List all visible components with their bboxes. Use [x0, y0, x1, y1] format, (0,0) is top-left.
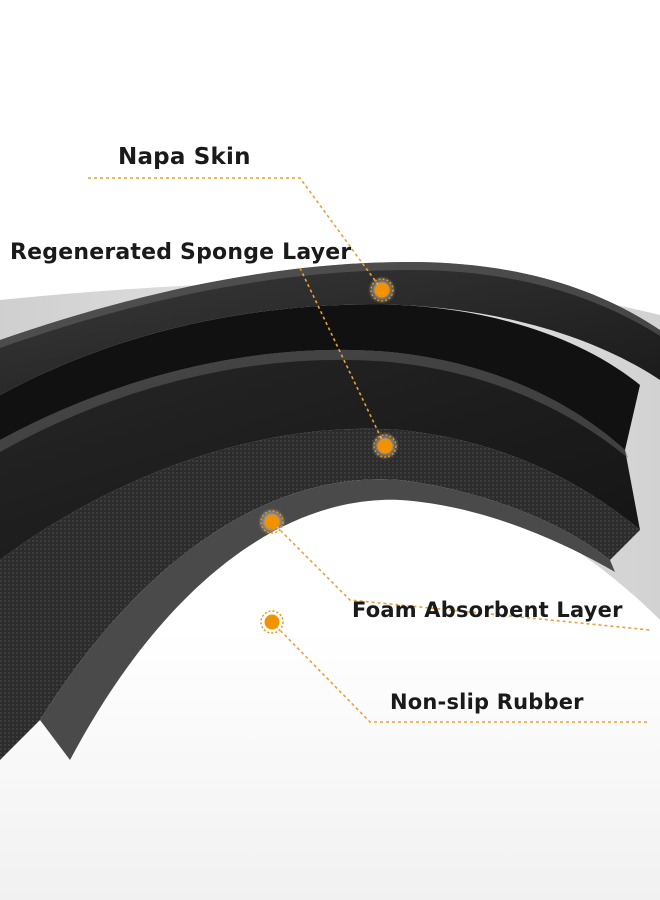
leader-sponge: [299, 267, 386, 447]
rubber-layer: [0, 428, 640, 760]
marker-foam: [258, 508, 286, 536]
marker-rubber: [258, 608, 286, 636]
label-napa-skin: Napa Skin: [118, 144, 251, 170]
label-non-slip-rubber: Non-slip Rubber: [390, 690, 584, 714]
foam-layer: [0, 349, 640, 560]
leader-lines: [88, 177, 651, 723]
marker-sponge: [371, 432, 399, 460]
rubber-edge: [40, 479, 615, 760]
label-foam-absorbent-layer: Foam Absorbent Layer: [352, 598, 623, 622]
marker-napa: [368, 276, 396, 304]
foam-highlight: [0, 349, 628, 458]
napa-skin-sheen: [0, 262, 660, 348]
leader-foam: [271, 521, 651, 631]
leader-rubber: [271, 621, 650, 723]
sponge-layer: [0, 304, 640, 450]
label-regenerated-sponge-layer: Regenerated Sponge Layer: [10, 240, 352, 265]
leader-napa: [88, 177, 383, 291]
